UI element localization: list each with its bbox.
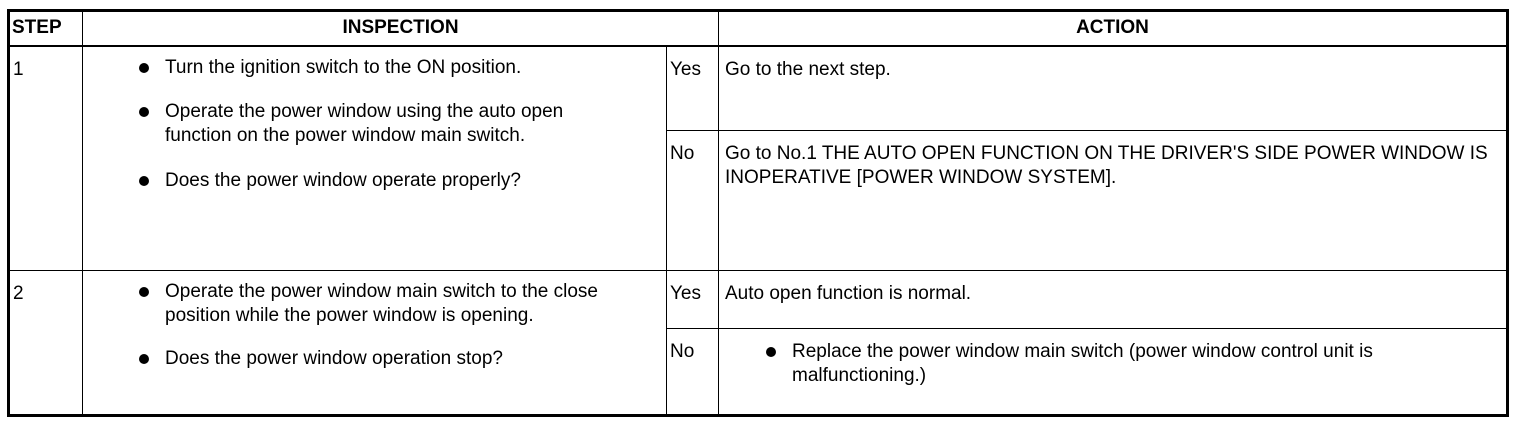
step-number: 2 bbox=[13, 282, 24, 304]
inspection-cell: Operate the power window main switch to … bbox=[82, 269, 667, 416]
no-action-cell: Replace the power window main switch (po… bbox=[718, 327, 1508, 416]
yes-label: Yes bbox=[670, 282, 701, 304]
inspection-item: Turn the ignition switch to the ON posit… bbox=[139, 56, 658, 81]
bullet-icon bbox=[139, 176, 149, 187]
inspection-cell: Turn the ignition switch to the ON posit… bbox=[82, 45, 667, 271]
inspection-item: Does the power window operation stop? bbox=[139, 347, 658, 372]
yes-action-cell: Go to the next step. bbox=[718, 45, 1508, 131]
table-header-row: STEP INSPECTION ACTION bbox=[8, 10, 1508, 47]
header-action: ACTION bbox=[718, 10, 1508, 47]
inspection-item: Operate the power window using the auto … bbox=[139, 100, 629, 149]
table-row-step-1-no: No Go to No.1 THE AUTO OPEN FUNCTION ON … bbox=[9, 129, 1508, 271]
no-label-cell: No bbox=[666, 327, 719, 416]
bullet-icon bbox=[139, 286, 149, 297]
yes-label: Yes bbox=[670, 59, 701, 80]
step-number-cell: 1 bbox=[8, 45, 83, 271]
yes-label-cell: Yes bbox=[666, 269, 719, 329]
no-action-cell: Go to No.1 THE AUTO OPEN FUNCTION ON THE… bbox=[718, 129, 1508, 271]
yes-action: Go to the next step. bbox=[725, 59, 891, 80]
no-label-cell: No bbox=[666, 129, 719, 271]
header-inspection: INSPECTION bbox=[82, 10, 719, 47]
step-number: 1 bbox=[13, 59, 24, 80]
bullet-icon bbox=[139, 63, 149, 73]
bullet-icon bbox=[139, 353, 149, 364]
table-row-step-1-yes: 1 Turn the ignition switch to the ON pos… bbox=[8, 45, 1508, 271]
bullet-icon bbox=[766, 346, 776, 357]
no-label: No bbox=[670, 340, 695, 362]
action-item: Replace the power window main switch (po… bbox=[766, 340, 1412, 389]
table-row-step-2-no: No Replace the power window main switch … bbox=[9, 327, 1508, 416]
header-step: STEP bbox=[8, 10, 83, 47]
table-row-step-2-yes: 2 Operate the power window main switch t… bbox=[8, 269, 1508, 416]
diagnostic-table: STEP INSPECTION ACTION 1 Turn the igniti… bbox=[7, 9, 1509, 417]
bullet-icon bbox=[139, 106, 149, 117]
inspection-item: Operate the power window main switch to … bbox=[139, 280, 643, 329]
yes-action-cell: Auto open function is normal. bbox=[718, 269, 1508, 329]
no-action: Replace the power window main switch (po… bbox=[792, 340, 1373, 387]
yes-label-cell: Yes bbox=[666, 45, 719, 131]
no-label: No bbox=[670, 142, 695, 164]
inspection-item: Does the power window operate properly? bbox=[139, 169, 658, 194]
yes-action: Auto open function is normal. bbox=[725, 282, 972, 304]
step-number-cell: 2 bbox=[8, 269, 83, 416]
no-action: Go to No.1 THE AUTO OPEN FUNCTION ON THE… bbox=[725, 142, 1488, 189]
